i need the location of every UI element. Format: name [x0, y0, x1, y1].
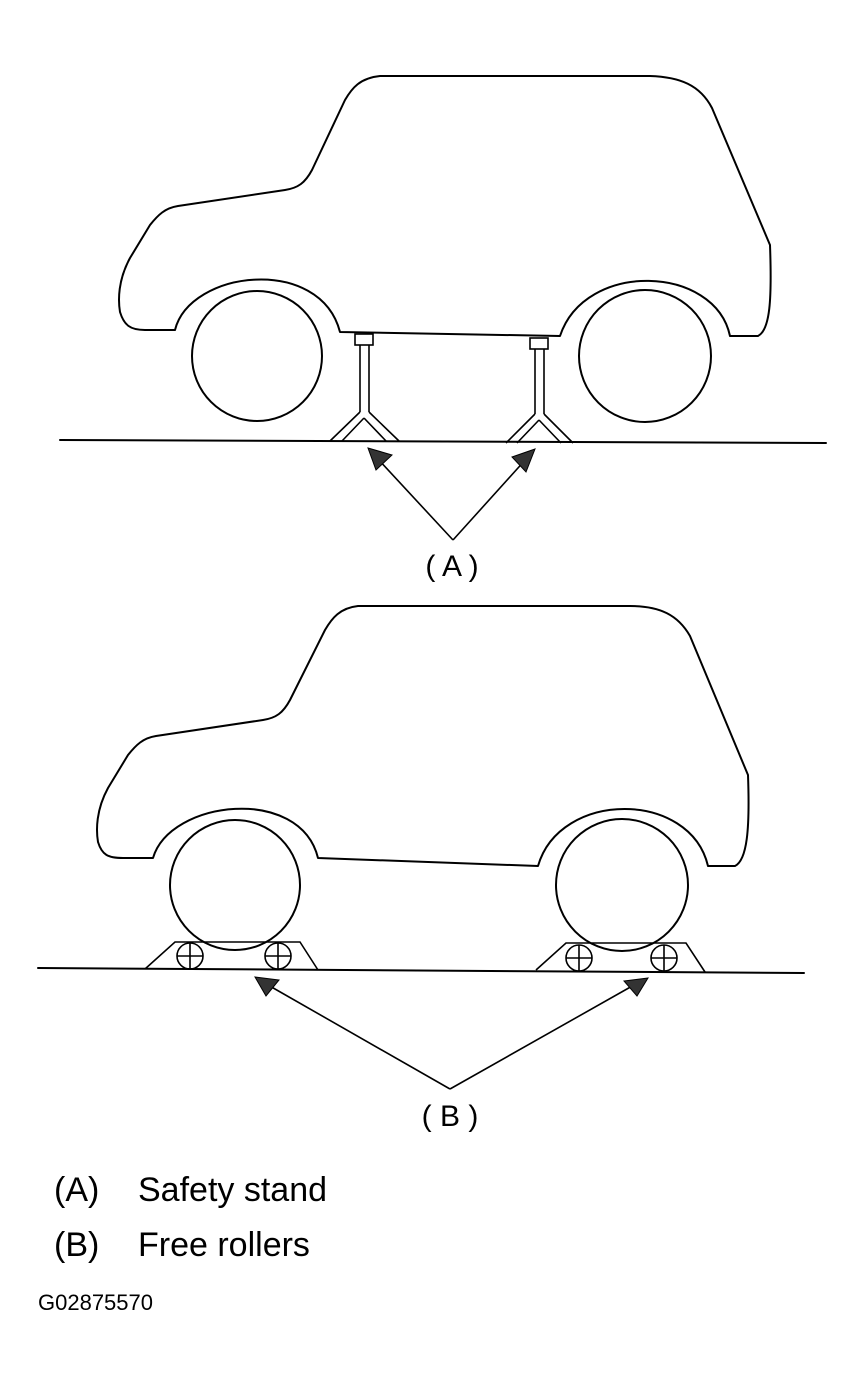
- callout-arrows-a: [367, 447, 536, 541]
- ground-line-top: [59, 439, 827, 444]
- free-roller-rear: [535, 942, 706, 973]
- legend-item-a: (A) Safety stand: [54, 1173, 327, 1207]
- safety-stand-right: [505, 337, 574, 444]
- legend-item-b: (B) Free rollers: [54, 1228, 310, 1262]
- vehicle-on-free-rollers: ( B ): [37, 605, 805, 1133]
- callout-arrows-b: [254, 976, 649, 1090]
- figure-id: G02875570: [38, 1290, 153, 1315]
- arrowhead-b-right: [623, 977, 649, 997]
- arrowhead-a-right: [511, 448, 536, 473]
- arrowhead-a-left: [367, 447, 393, 471]
- front-wheel-top: [191, 290, 323, 422]
- legend-key-a: (A): [54, 1171, 100, 1209]
- callout-label-b: ( B ): [422, 1100, 479, 1133]
- vehicle-on-safety-stands: ( A ): [59, 75, 827, 583]
- callout-label-a: ( A ): [425, 550, 478, 583]
- rear-wheel-bottom: [555, 818, 689, 952]
- front-wheel-bottom: [169, 819, 301, 951]
- ground-line-bottom: [37, 967, 805, 974]
- safety-stand-left: [329, 333, 400, 442]
- legend-text-a: Safety stand: [138, 1171, 328, 1209]
- legend-text-b: Free rollers: [138, 1226, 310, 1264]
- vehicle-body-top: [118, 75, 772, 337]
- legend-key-b: (B): [54, 1226, 100, 1264]
- free-roller-front: [144, 941, 319, 971]
- arrowhead-b-left: [254, 976, 280, 997]
- vehicle-body-bottom: [96, 605, 750, 867]
- rear-wheel-top: [578, 289, 712, 423]
